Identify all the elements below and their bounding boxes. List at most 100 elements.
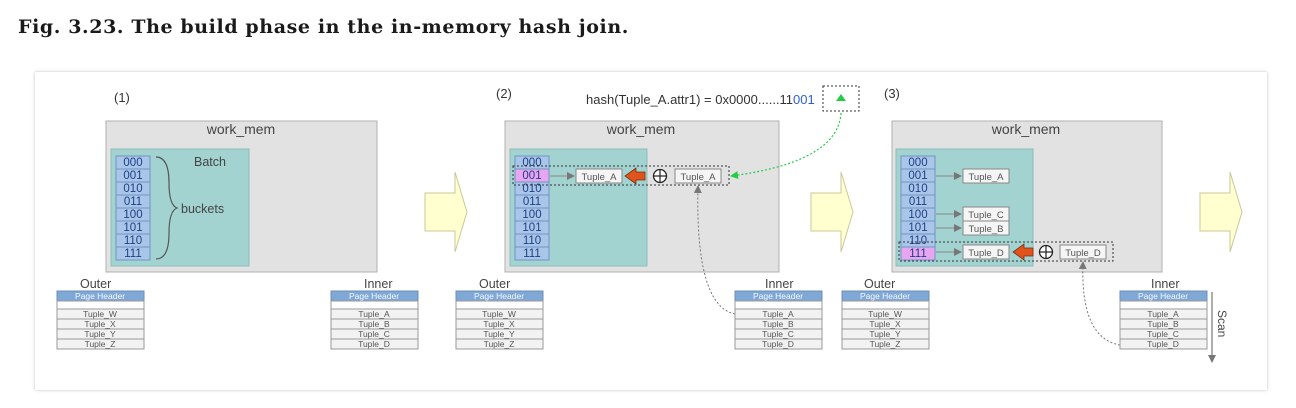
outer-table: Outer Page Header Tuple_W Tuple_X Tuple_… [56,277,145,350]
work-mem-label: work_mem [991,121,1060,137]
hash-bits-box [822,85,860,112]
bucket-id: 111 [124,248,141,260]
bucket-id: 011 [523,196,541,208]
step-arrow [424,171,468,253]
outer-label: Outer [864,277,895,291]
batch-label: Batch [194,155,226,169]
hash-link [730,112,842,180]
bucket-id: 010 [123,183,142,195]
tuple-row: Tuple_D [358,339,390,349]
bucket-id: 001 [123,170,142,182]
bucket-id: 001 [908,170,927,182]
tuple-row: Tuple_A [762,309,794,319]
inner-label: Inner [364,277,393,291]
bucket-id: 110 [523,235,541,247]
tuple-row: Tuple_A [1147,309,1179,319]
combine-icon [652,168,668,184]
bucket-id: 100 [522,209,541,221]
hash-expression: hash(Tuple_A.attr1) = 0x0000......11001 [586,92,815,107]
bucket-id: 111 [523,248,540,260]
panel-3: (3) work_mem 000 001 010 011 100 101 110… [884,86,1163,346]
selected-bucket-frame [898,241,1114,262]
bucket-id: 010 [522,183,541,195]
tuple-row: Tuple_Y [483,329,515,339]
work-mem-label: work_mem [206,121,275,137]
selected-bucket-frame [512,165,730,186]
tuple-row: Tuple_W [83,309,117,319]
incoming-tuple [1059,244,1107,260]
tuple-row: Tuple_D [1147,339,1179,349]
tuple-row: Tuple_X [84,319,116,329]
page-header: Page Header [860,291,910,301]
incoming-tuple-label: Tuple_A [680,172,716,183]
inner-label: Inner [1151,277,1180,291]
tuple-entry-label: Tuple_A [581,172,617,183]
panel-2: (2) hash(Tuple_A.attr1) = 0x0000......11… [496,85,860,315]
bucket-id: 100 [908,209,927,221]
tuple-row: Tuple_B [358,319,390,329]
step-arrow [1199,171,1243,253]
tuple-row: Tuple_Z [484,339,515,349]
page-header: Page Header [753,291,803,301]
tuple-entry [575,168,623,184]
bucket-column [115,155,151,261]
tuple-row: Tuple_C [1147,329,1179,339]
tuple-row: Tuple_C [762,329,794,339]
step-label: (2) [496,86,512,101]
step-label: (3) [884,86,900,101]
buckets-label: buckets [181,202,224,216]
bucket-id: 100 [123,209,142,221]
tuple-row: Tuple_C [358,329,390,339]
brace [155,156,179,260]
step-label: (1) [114,90,130,105]
insert-arrow [1012,243,1034,261]
bucket-id: 101 [908,222,927,234]
inner-table: Inner Page Header Tuple_A Tuple_B Tuple_… [1119,277,1208,350]
tuple-row: Tuple_X [869,319,901,329]
page-header: Page Header [1138,291,1188,301]
bucket-id: 000 [522,157,541,169]
tuple-row: Tuple_Z [85,339,116,349]
outer-label: Outer [479,277,510,291]
bucket-id: 011 [909,196,927,208]
bucket-id: 000 [123,157,142,169]
work-mem-label: work_mem [606,121,675,137]
scan-link [1078,261,1121,346]
outer-table: Outer Page Header Tuple_W Tuple_X Tuple_… [455,277,544,350]
tuple-row: Tuple_Y [869,329,901,339]
inner-table: Inner Page Header Tuple_A Tuple_B Tuple_… [734,277,823,350]
inner-label: Inner [765,277,794,291]
bucket-id: 111 [909,248,926,260]
outer-table: Outer Page Header Tuple_W Tuple_X Tuple_… [841,277,930,350]
panel-1: (1) work_mem 000 001 010 011 100 101 110… [105,90,378,273]
tuple-row: Tuple_D [762,339,794,349]
tuple-row: Tuple_Y [84,329,116,339]
bucket-id: 011 [124,196,142,208]
bucket-id: 000 [908,157,927,169]
page-header: Page Header [349,291,399,301]
incoming-tuple-label: Tuple_D [1065,248,1101,259]
inner-table: Inner Page Header Tuple_A Tuple_B Tuple_… [330,277,419,350]
bucket-id: 101 [123,222,142,234]
page-header: Page Header [474,291,524,301]
page-header: Page Header [75,291,125,301]
bucket-id: 010 [908,183,927,195]
tuple-entry-label: Tuple_D [968,248,1004,259]
combine-icon [1038,244,1054,260]
bucket-id: 110 [124,235,142,247]
bucket-id: 001 [522,170,541,182]
tuple-entry-label: Tuple_A [968,172,1004,183]
scan-label: Scan [1215,310,1229,337]
tuple-entry-label: Tuple_C [968,210,1004,221]
tuple-row: Tuple_A [358,309,390,319]
tuple-row: Tuple_X [483,319,515,329]
tuple-entry-label: Tuple_B [968,224,1003,235]
step-arrow [810,171,854,253]
tuple-row: Tuple_B [1147,319,1179,329]
insert-arrow [624,167,646,185]
bucket-id: 110 [909,235,927,247]
tuple-row: Tuple_W [482,309,516,319]
bucket-column [900,155,936,261]
outer-label: Outer [80,277,111,291]
